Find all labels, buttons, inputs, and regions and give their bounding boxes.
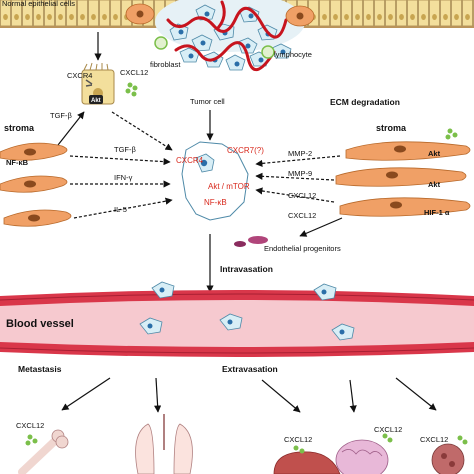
akt-right-1-label: Akt <box>428 149 441 158</box>
akt-right-2-label: Akt <box>428 180 441 189</box>
cxcl12-bone-label: CXCL12 <box>16 421 44 430</box>
blood-vessel-label: Blood vessel <box>6 318 74 330</box>
stroma-cell-right-3 <box>339 197 471 217</box>
stroma-left-label: stroma <box>4 123 35 133</box>
circulating-nuclei <box>147 287 345 335</box>
cxcl12-right-a-label: CXCL12 <box>288 191 316 200</box>
mmp9-label: MMP-9 <box>288 169 312 178</box>
stroma-cell-right-1 <box>345 141 471 161</box>
arrow-tgf-beta <box>69 155 171 166</box>
endothelial-progenitors-label: Endothelial progenitors <box>264 244 341 253</box>
brain-icon <box>335 439 389 474</box>
normal-epithelial-cells-label: Normal epithelial cells <box>2 0 75 8</box>
liver-icon <box>273 451 341 474</box>
nfkb-center-label: NF-κB <box>204 198 227 207</box>
metastasis-label: Metastasis <box>18 364 62 374</box>
nfkb-left-label: NF-κB <box>6 158 29 167</box>
ecm-degradation-label: ECM degradation <box>330 97 400 107</box>
cxcl12-node-label: CXCL12 <box>420 435 448 444</box>
ifn-gamma-label: IFN-γ <box>114 173 133 182</box>
cxcl12-right-b-label: CXCL12 <box>288 211 316 220</box>
bone-icon <box>18 429 69 474</box>
chemokine-bottom-icons <box>25 433 468 454</box>
chemokine-cluster-icon <box>125 82 138 97</box>
hif1a-label: HIF-1 α <box>424 208 450 217</box>
lymphocyte-label: lymphocyte <box>274 50 312 59</box>
stroma-cell-left-2 <box>0 175 68 193</box>
akt-left-label: Akt <box>91 98 101 104</box>
intravasation-label: Intravasation <box>220 264 273 274</box>
cxcr4-epithelial-cell <box>81 62 115 105</box>
lymph-node-icon <box>431 443 465 474</box>
arrow-hif-to-progenitors <box>299 217 343 237</box>
arrow-akt-to-tumor <box>111 111 173 151</box>
cxcr4-center-label: CXCR4 <box>176 156 204 165</box>
mmp2-label: MMP-2 <box>288 149 312 158</box>
cxcr4-left-label: CXCR4 <box>67 71 92 80</box>
lung-icon <box>135 414 193 474</box>
stroma-right-label: stroma <box>376 123 407 133</box>
cxcl12-liver-label: CXCL12 <box>284 435 312 444</box>
tgf-beta-up-label: TGF-β <box>50 111 72 120</box>
fibroblast-label: fibroblast <box>150 60 181 69</box>
akt-mtor-center-label: Akt / mTOR <box>208 182 250 191</box>
tumor-mass <box>125 0 315 71</box>
arrow-mmp2 <box>255 155 341 167</box>
tumor-cell-label: Tumor cell <box>190 97 225 106</box>
metastasis-arrows <box>61 377 437 413</box>
arrow-cxcl12-right <box>255 187 335 203</box>
arrow-il5 <box>73 197 173 219</box>
cxcl12-brain-label: CXCL12 <box>374 425 402 434</box>
extravasation-label: Extravasation <box>222 364 278 374</box>
stroma-cell-left-3 <box>3 209 72 227</box>
stroma-cell-left-1 <box>0 142 68 161</box>
tgf-beta-label: TGF-β <box>114 145 136 154</box>
arrow-tgf-up <box>57 111 85 146</box>
cxcl12-left-label: CXCL12 <box>120 68 148 77</box>
stroma-cell-right-2 <box>335 167 467 187</box>
central-tumor-cell <box>181 141 249 221</box>
chemokine-cluster-right-icon <box>445 128 458 140</box>
cxcr7-center-label: CXCR7(?) <box>227 146 264 155</box>
arrow-mmp9 <box>255 172 335 181</box>
endothelial-progenitor-icon <box>234 236 268 247</box>
